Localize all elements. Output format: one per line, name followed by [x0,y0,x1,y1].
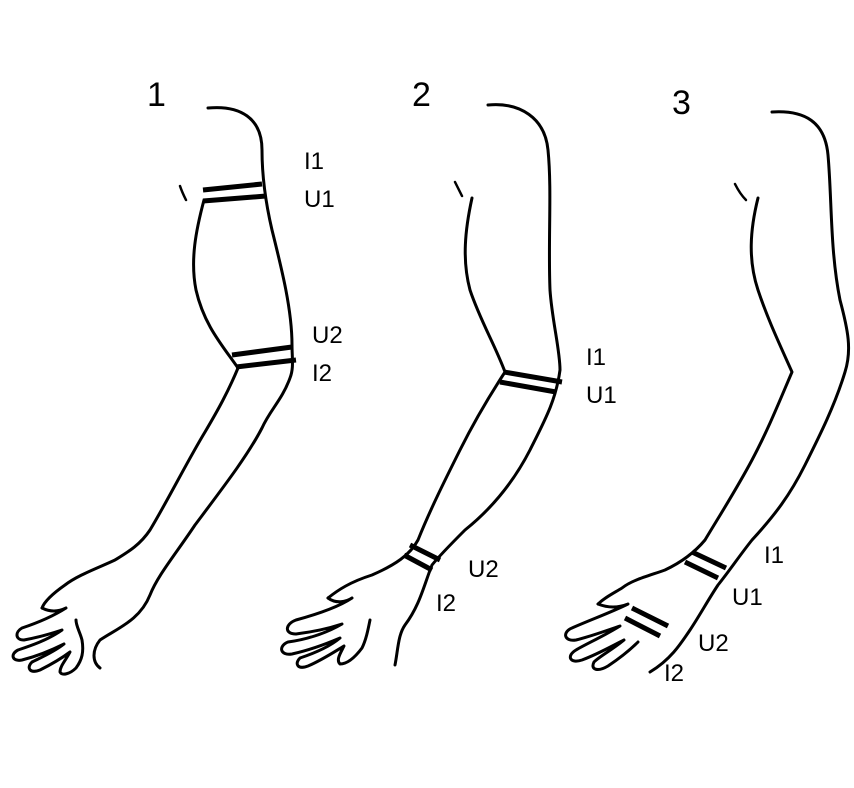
arm-1-hand [11,606,85,676]
arm-1-band-i2 [235,357,297,370]
arm-2-label-u1: U1 [586,382,617,409]
arm-3-label-u2: U2 [698,630,729,657]
arm-3 [564,110,851,674]
arm-3-outer-contour [648,110,851,674]
figure-number-1: 1 [147,76,166,114]
arm-1-band-u2 [231,344,293,358]
arm-2-hand [280,596,372,669]
arm-1-inner-contour [40,198,240,610]
arm-1-label-i1: I1 [304,148,325,175]
arm-2-label-i1: I1 [586,344,607,371]
arm-2-armpit [453,180,464,198]
arm-3-label-u1: U1 [732,584,763,611]
arm-1-label-u1: U1 [304,186,335,213]
arm-1-band-u1 [202,193,267,204]
arm-2-outer-contour [393,103,562,667]
arm-3-band-u2 [630,605,670,629]
arm-1-band-i1 [202,181,263,193]
arm-2-label-u2: U2 [468,556,499,583]
arm-2-band-i2 [402,552,434,573]
arm-2-band-u1 [499,379,557,395]
arm-3-band-i2 [623,615,662,639]
arm-3-label-i2: I2 [664,660,685,687]
arm-3-band-i1 [690,549,728,571]
arm-1-label-i2: I2 [312,360,333,387]
arm-3-armpit [733,182,748,202]
figure-number-2: 2 [412,76,431,114]
arm-3-inner-contour [596,196,794,606]
figure-number-3: 3 [672,84,691,122]
arm-3-band-u1 [683,559,720,581]
arm-1-label-u2: U2 [312,322,343,349]
arm-1-outer-contour [92,106,294,670]
arm-1 [11,106,297,676]
arm-2-band-u2 [408,542,442,563]
arm-3-hand [564,602,640,671]
arm-3-label-i1: I1 [764,542,785,569]
arm-2-band-i1 [503,369,563,385]
arm-1-armpit [178,184,188,202]
arm-2 [280,103,563,669]
arm-2-label-i2: I2 [436,590,457,617]
arm-2-inner-contour [326,196,507,600]
